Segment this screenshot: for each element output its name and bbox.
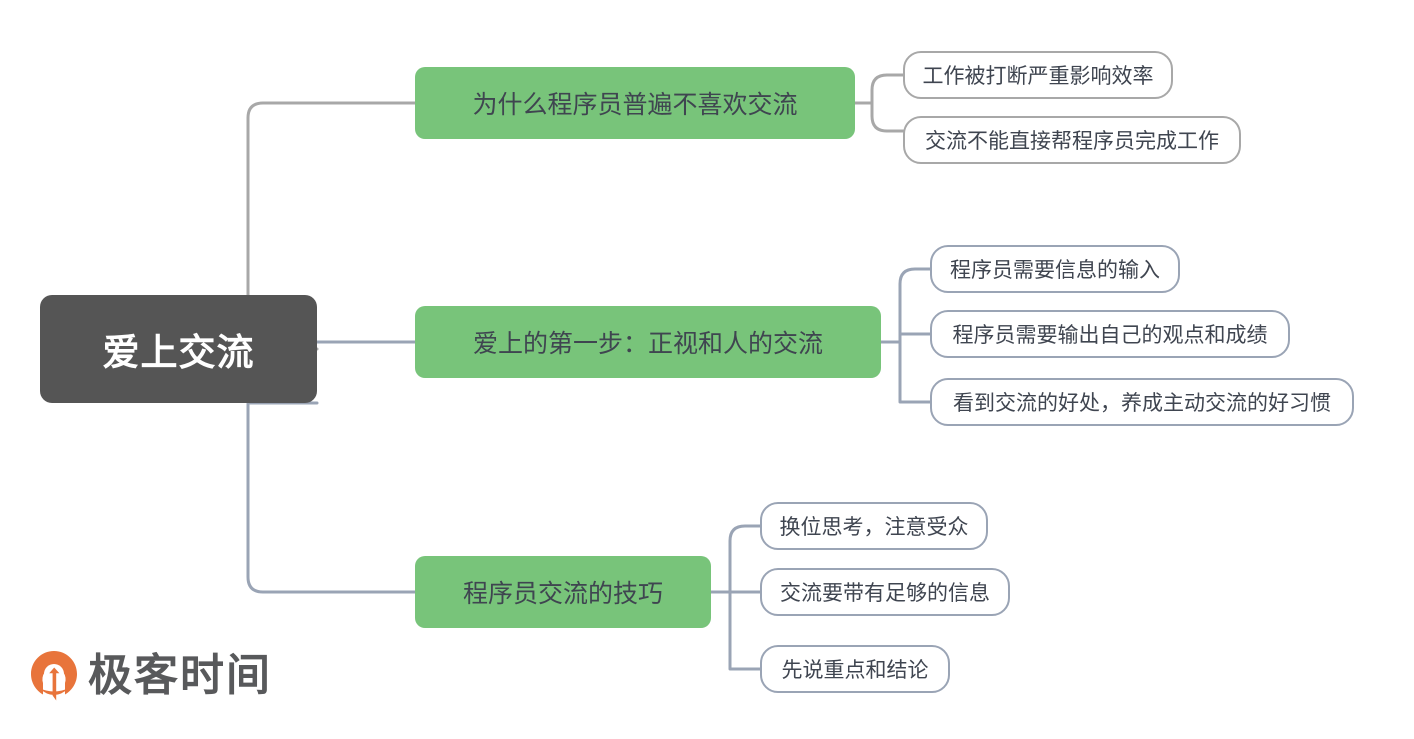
branch-node-label: 为什么程序员普遍不喜欢交流: [472, 91, 798, 119]
branch-node-1[interactable]: 为什么程序员普遍不喜欢交流: [415, 67, 855, 139]
leaf-node-3-2[interactable]: 交流要带有足够的信息: [760, 568, 1010, 616]
leaf-node-1-2[interactable]: 交流不能直接帮程序员完成工作: [903, 116, 1241, 164]
branch-3-bracket: [709, 524, 762, 671]
geektime-logo-icon: [31, 651, 77, 701]
leaf-node-2-3[interactable]: 看到交流的好处，养成主动交流的好习惯: [930, 378, 1354, 426]
leaf-node-label: 换位思考，注意受众: [779, 516, 969, 539]
leaf-node-3-1[interactable]: 换位思考，注意受众: [760, 502, 988, 550]
leaf-node-label: 交流不能直接帮程序员完成工作: [925, 130, 1219, 153]
root-to-branch-3: [246, 401, 417, 594]
branch-1-bracket: [853, 73, 905, 133]
leaf-node-label: 工作被打断严重影响效率: [922, 65, 1154, 88]
leaf-node-label: 交流要带有足够的信息: [780, 582, 990, 605]
logo-text: 极客时间: [88, 651, 272, 700]
root-node-label: 爱上交流: [102, 332, 255, 373]
root-node[interactable]: 爱上交流: [40, 295, 317, 403]
leaf-node-label: 程序员需要信息的输入: [950, 259, 1160, 282]
leaf-node-label: 看到交流的好处，养成主动交流的好习惯: [953, 392, 1331, 415]
watermark-logo: 极客时间: [30, 650, 272, 702]
branch-node-label: 程序员交流的技巧: [462, 580, 663, 608]
branch-node-3[interactable]: 程序员交流的技巧: [415, 556, 711, 628]
leaf-node-label: 先说重点和结论: [781, 659, 929, 682]
leaf-node-3-3[interactable]: 先说重点和结论: [760, 645, 950, 693]
leaf-node-label: 程序员需要输出自己的观点和成绩: [952, 324, 1268, 347]
leaf-node-2-1[interactable]: 程序员需要信息的输入: [930, 245, 1180, 293]
branch-node-label: 爱上的第一步：正视和人的交流: [472, 330, 823, 358]
branch-node-2[interactable]: 爱上的第一步：正视和人的交流: [415, 306, 881, 378]
leaf-node-1-1[interactable]: 工作被打断严重影响效率: [903, 51, 1173, 99]
leaf-node-2-2[interactable]: 程序员需要输出自己的观点和成绩: [930, 310, 1290, 358]
branch-2-bracket: [879, 267, 932, 404]
